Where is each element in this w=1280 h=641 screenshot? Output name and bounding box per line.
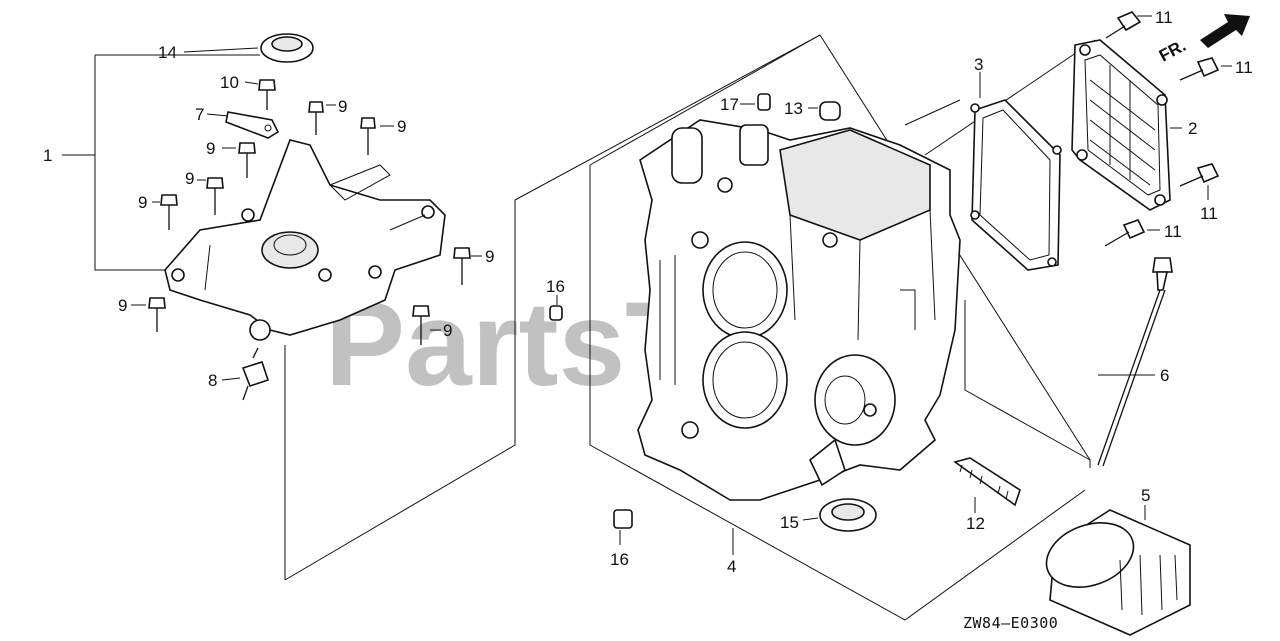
callout-17: 17 [720, 95, 739, 114]
callout-11-a: 11 [1155, 8, 1173, 27]
diagram-code: ZW84–E0300 [963, 614, 1058, 632]
callout-7: 7 [195, 105, 204, 124]
oil-filter[interactable] [1037, 509, 1191, 636]
callout-6: 6 [1160, 366, 1169, 385]
callout-2: 2 [1188, 119, 1197, 138]
bolt-9-6[interactable] [453, 247, 471, 285]
assembly-frame-lines [62, 34, 1096, 621]
bolt-9-2[interactable] [360, 117, 376, 155]
bolt-9-4[interactable] [206, 177, 224, 215]
callout-5: 5 [1141, 486, 1150, 505]
callout-labels: 1 2 3 4 5 6 7 8 9 9 9 9 9 9 9 9 10 11 11… [43, 8, 1253, 576]
oil-seal-15[interactable] [819, 498, 877, 532]
stud-bolt[interactable] [953, 457, 1021, 507]
plate-7[interactable] [225, 111, 280, 139]
dowel-13[interactable] [819, 101, 841, 121]
front-arrow-icon [1200, 14, 1250, 48]
callout-1: 1 [43, 146, 52, 165]
leader-lines [131, 15, 1232, 555]
callout-9-d: 9 [185, 169, 194, 188]
callout-13: 13 [784, 99, 803, 118]
cylinder-block[interactable] [637, 119, 961, 501]
oil-seal-14[interactable] [260, 33, 314, 63]
callout-8: 8 [208, 371, 217, 390]
callout-9-f: 9 [485, 247, 494, 266]
callout-10: 10 [220, 73, 239, 92]
bolt-11-top[interactable] [1105, 11, 1142, 39]
callout-9-c: 9 [206, 139, 215, 158]
dowel-16-lower[interactable] [613, 509, 633, 529]
callout-14: 14 [158, 43, 177, 62]
callout-11-c: 11 [1200, 204, 1218, 223]
bolt-11-lower[interactable] [1104, 219, 1146, 247]
oil-case[interactable] [164, 139, 446, 341]
front-marker-label: FR. [1156, 36, 1189, 66]
callout-9-b: 9 [397, 117, 406, 136]
dowel-16-upper[interactable] [549, 305, 563, 321]
bolt-11-lower-right[interactable] [1179, 163, 1220, 187]
oil-pressure-switch[interactable] [241, 347, 270, 401]
bolt-9-8[interactable] [412, 305, 430, 345]
callout-12: 12 [966, 514, 985, 533]
bolt-9-5[interactable] [160, 194, 178, 230]
callout-9-g: 9 [118, 296, 127, 315]
bolt-11-right[interactable] [1179, 57, 1220, 81]
callout-4: 4 [727, 557, 736, 576]
callout-9-a: 9 [338, 97, 347, 116]
bolt-9-1[interactable] [308, 101, 324, 135]
callout-9-e: 9 [138, 193, 147, 212]
bolt-9-7[interactable] [148, 297, 166, 332]
callout-16-b: 16 [610, 550, 629, 569]
callout-11-d: 11 [1164, 222, 1182, 241]
cylinder-cover[interactable] [1071, 39, 1171, 211]
callout-3: 3 [974, 55, 983, 74]
bolt-10[interactable] [258, 79, 276, 110]
gasket[interactable] [970, 99, 1062, 271]
dowel-17[interactable] [757, 93, 771, 111]
callout-11-b: 11 [1235, 58, 1253, 77]
callout-15: 15 [780, 513, 799, 532]
callout-9-h: 9 [443, 321, 452, 340]
bolt-9-3[interactable] [238, 142, 256, 178]
dipstick[interactable] [1097, 257, 1173, 467]
callout-16-a: 16 [546, 277, 565, 296]
